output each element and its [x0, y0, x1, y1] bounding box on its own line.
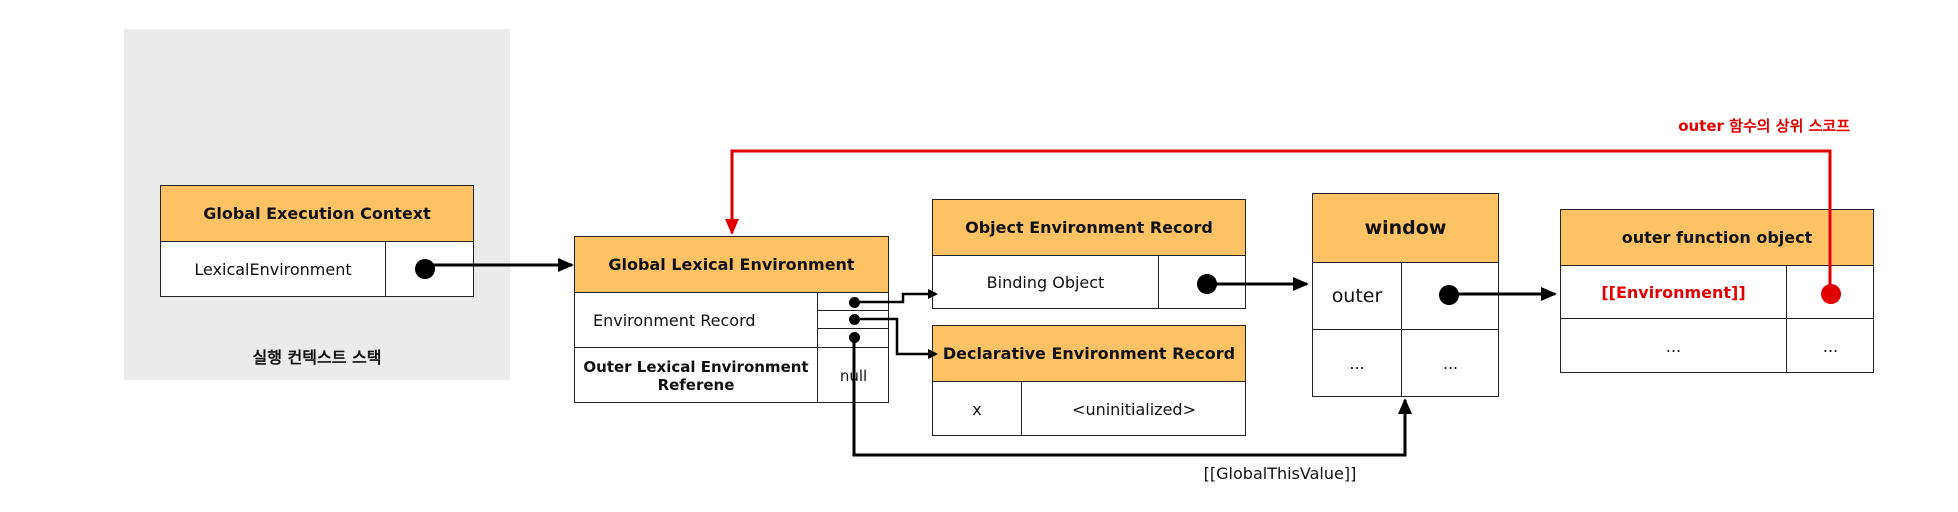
environment-record-label: Environment Record — [593, 310, 756, 330]
env-record-subcell-divider — [817, 328, 889, 329]
divider — [817, 293, 818, 402]
declarative-record-pointer — [849, 314, 860, 325]
upper-scope-label: outer 함수의 상위 스코프 — [1678, 117, 1850, 135]
outer-more-value: ... — [1822, 336, 1839, 356]
divider — [575, 347, 888, 348]
divider — [1313, 329, 1498, 330]
global-lexical-environment-title: Global Lexical Environment — [575, 237, 888, 293]
global-this-label: [[GlobalThisValue]] — [1203, 464, 1357, 483]
environment-slot-pointer — [1821, 284, 1841, 304]
object-environment-record: Object Environment Record Binding Object — [932, 199, 1246, 309]
arrow-to-object-record — [860, 289, 938, 304]
binding-value: <uninitialized> — [1072, 399, 1196, 419]
env-record-subcell-divider — [817, 310, 889, 311]
outer-reference-label: Outer Lexical Environment Referene — [583, 357, 809, 394]
lexical-environment-label: LexicalEnvironment — [194, 260, 352, 279]
object-record-pointer — [849, 297, 860, 308]
declarative-environment-record: Declarative Environment Record x <uninit… — [932, 325, 1246, 436]
stack-label: 실행 컨텍스트 스택 — [252, 348, 382, 367]
outer-function-object-title: outer function object — [1561, 210, 1873, 266]
window-outer-key: outer — [1331, 285, 1383, 307]
divider — [1158, 256, 1159, 308]
binding-key: x — [972, 399, 982, 419]
arrow-environment-to-global-lexical — [725, 149, 1832, 293]
declarative-environment-record-title: Declarative Environment Record — [933, 326, 1245, 382]
window-more-value: ... — [1442, 354, 1459, 373]
arrow-to-declarative-record — [860, 317, 938, 359]
window-more-key: ... — [1349, 354, 1365, 373]
object-environment-record-title: Object Environment Record — [933, 200, 1245, 256]
outer-function-object: outer function object [[Environment]] ..… — [1560, 209, 1874, 373]
divider — [385, 242, 386, 296]
divider — [1561, 318, 1873, 319]
environment-slot-key: [[Environment]] — [1601, 282, 1746, 302]
outer-more-key: ... — [1665, 336, 1682, 356]
global-execution-context-title: Global Execution Context — [161, 186, 473, 242]
window-title: window — [1313, 194, 1498, 263]
global-execution-context: Global Execution Context LexicalEnvironm… — [160, 185, 474, 297]
global-lexical-environment: Global Lexical Environment Environment R… — [574, 236, 889, 403]
divider — [1021, 382, 1022, 435]
arrow-global-this-to-window — [852, 336, 1412, 457]
binding-object-label: Binding Object — [986, 273, 1105, 292]
